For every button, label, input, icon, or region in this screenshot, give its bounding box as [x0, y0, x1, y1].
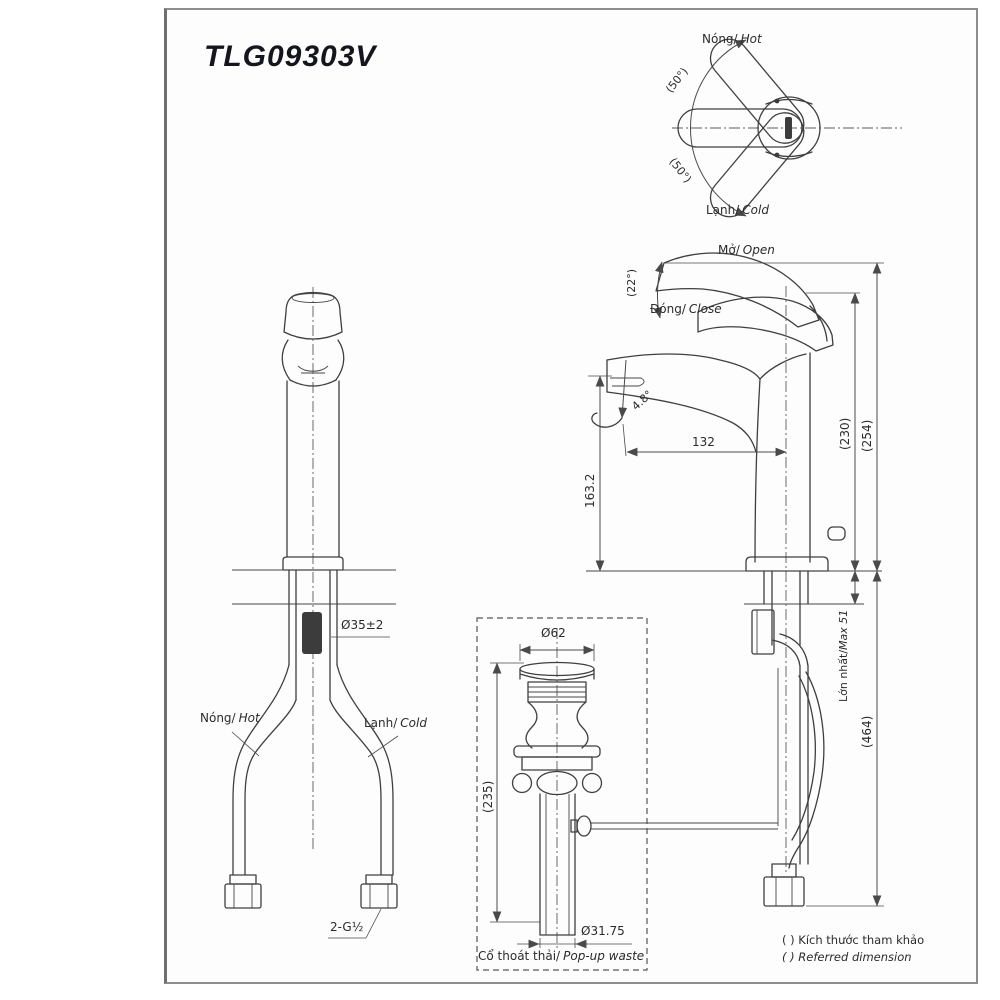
frontview-shank-dia-dim: Ø35±2	[341, 618, 384, 632]
popup-caption-en: Pop-up waste	[563, 949, 645, 963]
frontview-hot-label: Nóng/Hot	[200, 711, 260, 726]
faucet-front-view-drawing	[224, 287, 399, 939]
note-line-vi: ( ) Kích thước tham khảo	[782, 933, 925, 947]
faucet-side-view-drawing	[570, 252, 884, 907]
sideview-max-deck-vi: Lớn nhất/	[837, 649, 850, 702]
sideview-close-vi: Đóng/	[650, 302, 686, 316]
sideview-below-counter-dim: (464)	[860, 715, 874, 748]
sideview-lever-angle-dim: (22°)	[625, 268, 638, 297]
sideview-open-label: Mở/Open	[718, 243, 775, 258]
sideview-height-closed-dim: (230)	[838, 417, 852, 450]
frontview-hot-en: Hot	[238, 711, 260, 725]
frontview-thread-dim: 2-G½	[330, 920, 364, 934]
sideview-height-open-dim: (254)	[860, 419, 874, 452]
frontview-cold-en: Cold	[400, 716, 427, 730]
topview-cold-en: Cold	[742, 203, 769, 217]
page-title: TLG09303V	[204, 40, 377, 73]
frontview-cold-label: Lạnh/Cold	[364, 716, 427, 731]
sideview-close-en: Close	[688, 302, 722, 316]
popup-caption: Cổ thoát thải/Pop-up waste	[478, 949, 644, 964]
popup-caption-vi: Cổ thoát thải/	[478, 949, 561, 963]
topview-cold-label: Lạnh/Cold	[706, 203, 769, 218]
topview-hot-vi: Nóng/	[702, 32, 738, 46]
reference-dimension-note: ( ) Kích thước tham khảo ( ) Referred di…	[782, 932, 924, 965]
note-line-en: ( ) Referred dimension	[782, 949, 912, 964]
popup-height-dim: (235)	[481, 780, 495, 813]
popup-top-dia-dim: Ø62	[541, 626, 566, 640]
sideview-spout-height-dim: 163.2	[583, 473, 597, 508]
popup-tail-dia-dim: Ø31.75	[581, 924, 625, 938]
handle-top-view-drawing	[672, 38, 902, 218]
frontview-hot-vi: Nóng/	[200, 711, 236, 725]
topview-cold-vi: Lạnh/	[706, 203, 740, 217]
topview-hot-label: Nóng/Hot	[702, 32, 762, 47]
sideview-open-en: Open	[742, 243, 775, 257]
popup-waste-drawing	[476, 617, 648, 971]
sideview-max-deck-dim: Lớn nhất/Max 51	[837, 609, 851, 702]
topview-hot-en: Hot	[740, 32, 762, 46]
frontview-cold-vi: Lạnh/	[364, 716, 398, 730]
sideview-close-label: Đóng/Close	[650, 302, 722, 317]
sideview-max-deck-en: Max 51	[837, 609, 850, 650]
sideview-open-vi: Mở/	[718, 243, 740, 257]
sideview-reach-dim: 132	[692, 435, 715, 449]
